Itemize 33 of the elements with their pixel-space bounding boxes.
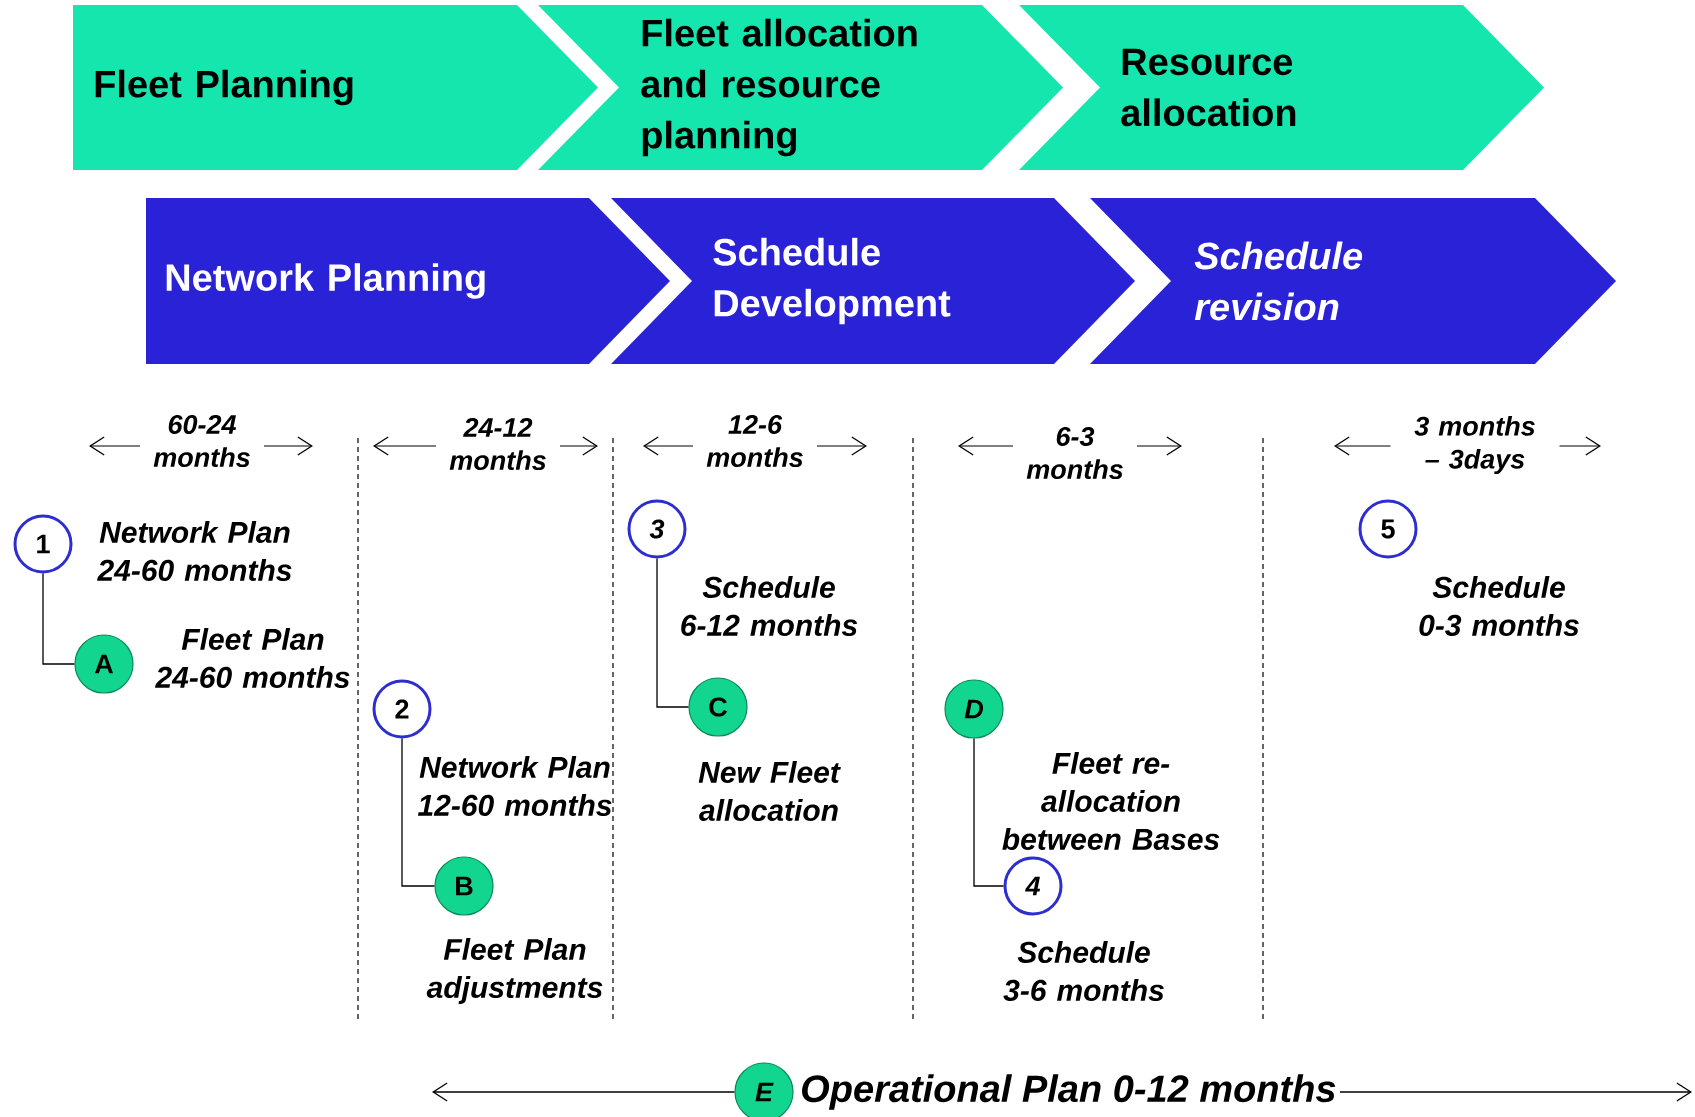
leader-line [42, 572, 76, 665]
chevron-band: Schedule revision [1090, 198, 1616, 364]
node-caption: New Fleet allocation [698, 761, 841, 822]
chevron-band: Schedule Development [611, 198, 1135, 364]
duration-label: 24-12 months [436, 415, 560, 473]
node-label: Schedule Development [713, 237, 951, 325]
node-caption: Operational Plan 0-12 months [802, 1074, 1336, 1110]
node-caption: Schedule 3-6 months [1003, 941, 1164, 1002]
node-caption: Schedule 6-12 months [681, 576, 858, 637]
timeline-arrow [1339, 1082, 1693, 1102]
node-caption: Fleet Plan adjustments [426, 938, 603, 1004]
node-caption: Schedule 0-3 months [1419, 576, 1579, 637]
chevron-band: Resource allocation [1019, 5, 1544, 170]
chevron-band: Network Planning [146, 198, 670, 364]
leader-line [656, 557, 690, 708]
node-label: Network Planning [166, 263, 485, 299]
leader-line [973, 737, 1005, 887]
node-label: Fleet Planning [95, 69, 353, 106]
leader-line [401, 737, 436, 887]
duration-label: 6-3 months [1013, 424, 1137, 482]
node-label: Schedule revision [1194, 241, 1363, 321]
node-caption: Fleet Plan 24-60 months [155, 628, 350, 689]
node-label: Fleet allocation and resource planning [641, 18, 917, 157]
chevron-band: Fleet Planning [73, 5, 598, 170]
duration-label: 3 months – 3days [1390, 413, 1560, 477]
node-caption: Network Plan 12-60 months [417, 756, 612, 817]
node-label: Resource allocation [1121, 48, 1296, 127]
duration-label: 60-24 months [140, 412, 264, 470]
node-caption: Fleet re-allocation between Bases [1002, 752, 1220, 851]
duration-label: 12-6 months [693, 412, 817, 470]
node-caption: Network Plan 24-60 months [97, 521, 292, 582]
timeline-arrow [432, 1082, 736, 1102]
chevron-band: Fleet allocation and resource planning [538, 5, 1063, 170]
